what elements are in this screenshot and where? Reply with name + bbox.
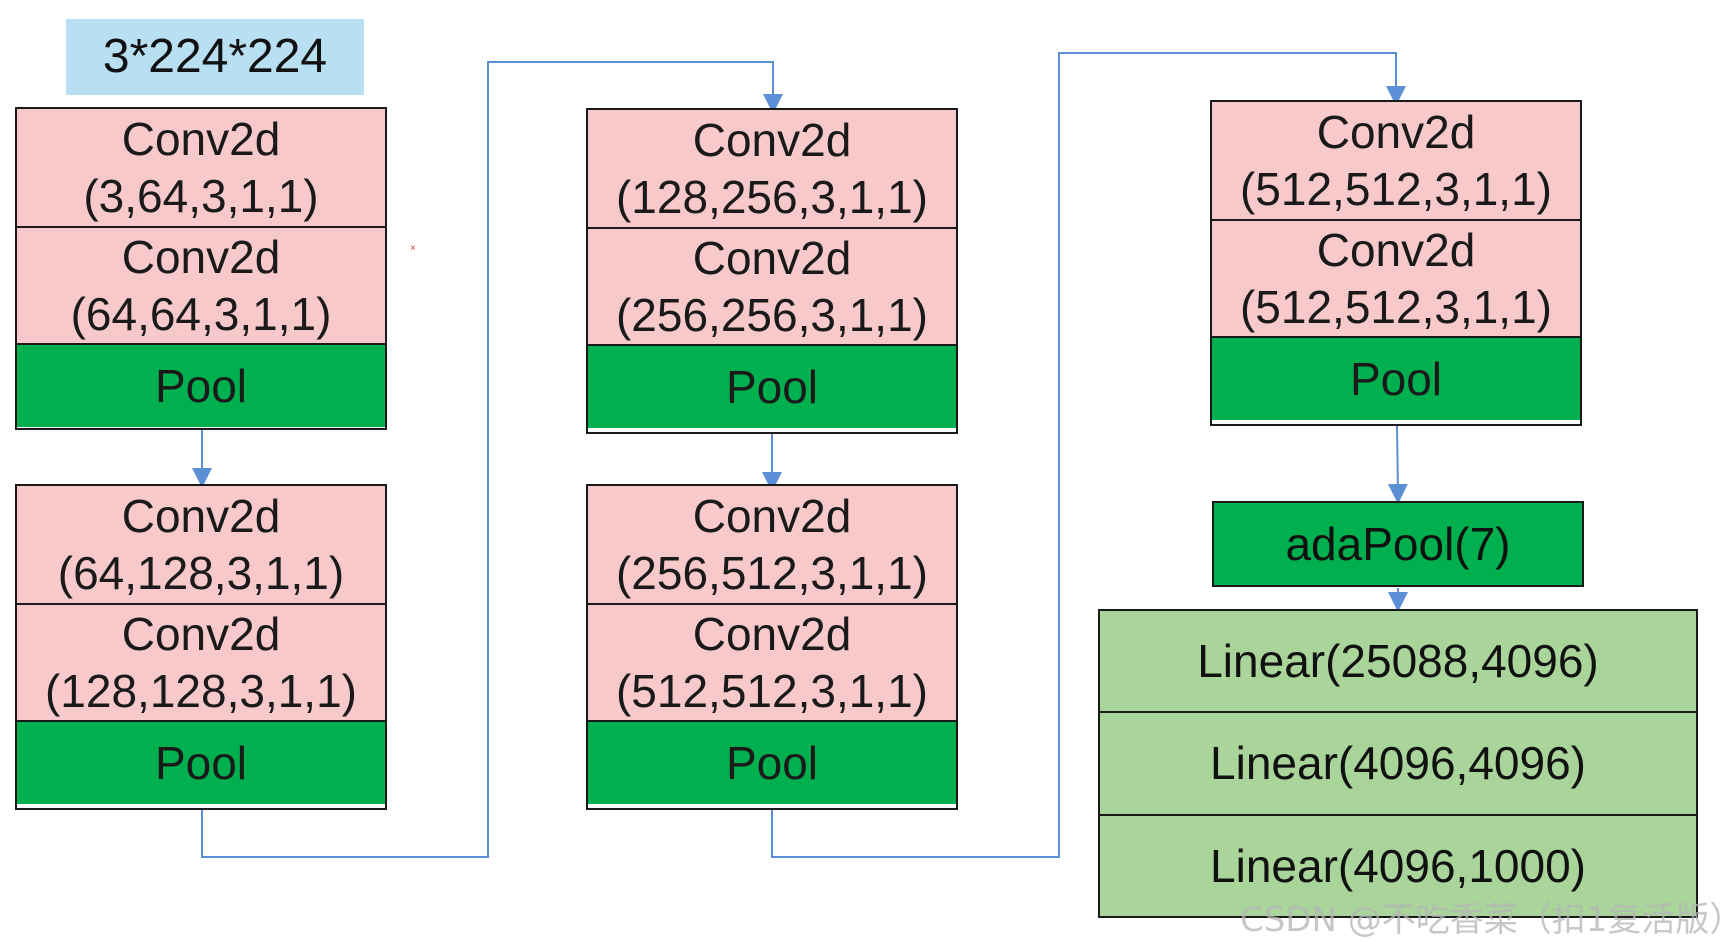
layer-name: Conv2d (692, 489, 852, 542)
layer-params: (256,512,3,1,1) (615, 546, 928, 599)
layer-params: (128,128,3,1,1) (44, 664, 357, 717)
conv-layer: Conv2d (512,512,3,1,1) (588, 603, 956, 720)
layer-name: Conv2d (121, 607, 281, 660)
layer-name: Conv2d (1316, 105, 1476, 158)
layer-name: Conv2d (121, 489, 281, 542)
linear-layer-1: Linear(25088,4096) (1100, 611, 1696, 712)
conv-block-5: Conv2d (512,512,3,1,1) Conv2d (512,512,3… (1210, 100, 1582, 426)
layer-name: Conv2d (692, 607, 852, 660)
layer-params: (512,512,3,1,1) (615, 664, 928, 717)
layer-name: Conv2d (1316, 223, 1476, 276)
layer-params: (3,64,3,1,1) (83, 169, 319, 222)
layer-params: (128,256,3,1,1) (615, 170, 928, 223)
conv-layer: Conv2d (512,512,3,1,1) (1212, 219, 1580, 336)
layer-name: Conv2d (692, 231, 852, 284)
layer-name: Conv2d (121, 230, 281, 283)
conv-block-4: Conv2d (256,512,3,1,1) Conv2d (512,512,3… (586, 484, 958, 810)
conv-layer: Conv2d (64,64,3,1,1) (17, 226, 385, 343)
layer-params: (64,128,3,1,1) (57, 546, 345, 599)
cursor-mark: × (410, 243, 416, 254)
conv-layer: Conv2d (64,128,3,1,1) (17, 486, 385, 603)
input-shape-label: 3*224*224 (66, 19, 364, 95)
conv-layer: Conv2d (128,256,3,1,1) (588, 110, 956, 227)
arrow-block5-to-adapool (1387, 424, 1408, 504)
conv-layer: Conv2d (512,512,3,1,1) (1212, 102, 1580, 219)
layer-params: (512,512,3,1,1) (1239, 280, 1552, 333)
conv-block-2: Conv2d (64,128,3,1,1) Conv2d (128,128,3,… (15, 484, 387, 810)
layer-params: (512,512,3,1,1) (1239, 162, 1552, 215)
conv-layer: Conv2d (128,128,3,1,1) (17, 603, 385, 720)
pool-layer: Pool (17, 343, 385, 427)
conv-layer: Conv2d (256,256,3,1,1) (588, 227, 956, 344)
layer-params: (64,64,3,1,1) (70, 287, 332, 340)
conv-block-1: Conv2d (3,64,3,1,1) Conv2d (64,64,3,1,1)… (15, 107, 387, 430)
layer-name: Conv2d (121, 112, 281, 165)
pool-layer: Pool (1212, 336, 1580, 420)
pool-layer: Pool (588, 720, 956, 804)
pool-layer: Pool (17, 720, 385, 804)
watermark-text: CSDN @不吃香菜（扣1复活版） (1240, 900, 1728, 940)
conv-block-3: Conv2d (128,256,3,1,1) Conv2d (256,256,3… (586, 108, 958, 434)
layer-params: (256,256,3,1,1) (615, 288, 928, 341)
linear-layer-3: Linear(4096,1000) (1100, 813, 1696, 916)
layer-name: Conv2d (692, 113, 852, 166)
conv-layer: Conv2d (3,64,3,1,1) (17, 109, 385, 226)
pool-layer: Pool (588, 344, 956, 428)
adaptive-pool-layer: adaPool(7) (1212, 501, 1584, 587)
classifier-stack: Linear(25088,4096) Linear(4096,4096) Lin… (1098, 609, 1698, 918)
conv-layer: Conv2d (256,512,3,1,1) (588, 486, 956, 603)
linear-layer-2: Linear(4096,4096) (1100, 711, 1696, 814)
